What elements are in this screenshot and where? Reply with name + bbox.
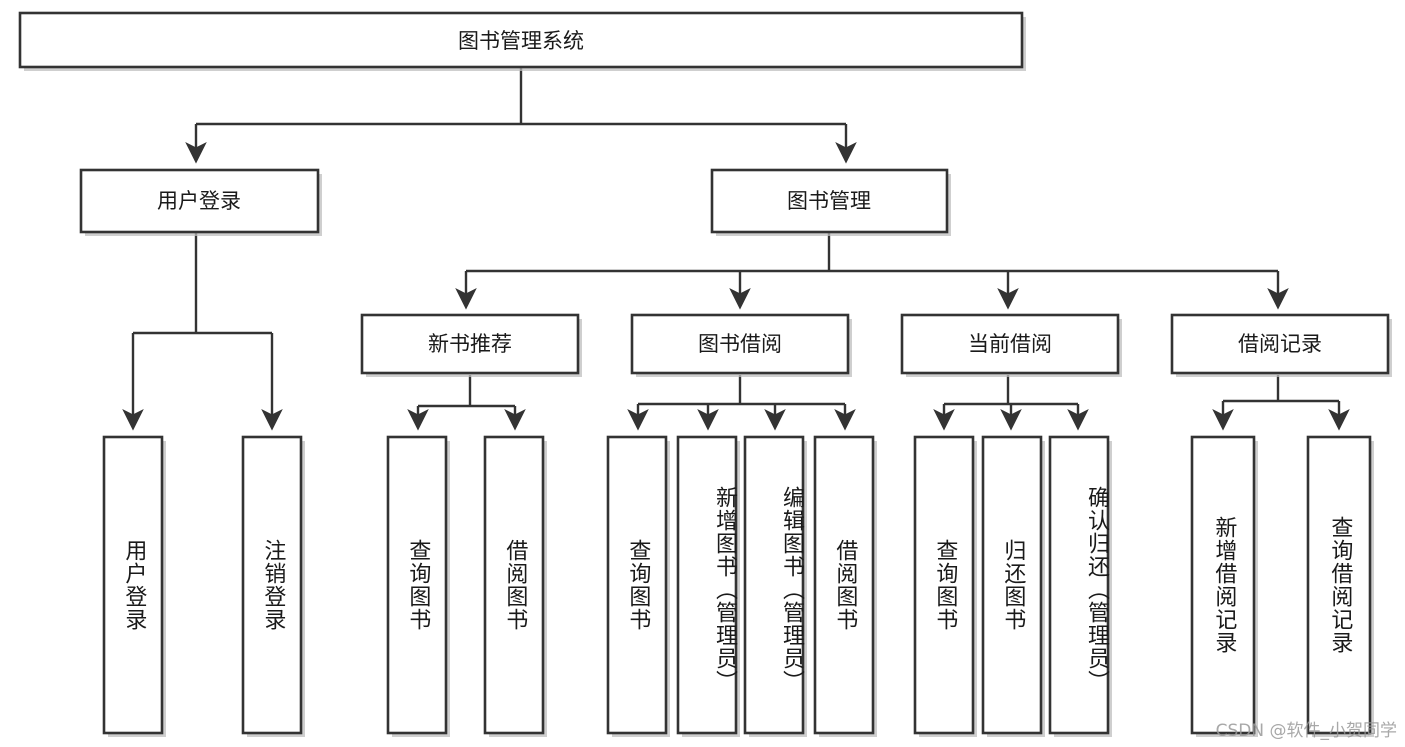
node-user-login-label: 用户登录 xyxy=(157,189,241,213)
edge-group-current-borrow xyxy=(933,375,1089,431)
edge-group-borrow-record xyxy=(1212,375,1350,431)
node-user-login[interactable]: 用户登录 xyxy=(79,168,322,236)
leaf-box-return-book[interactable] xyxy=(981,435,1043,735)
node-book-manage-label: 图书管理 xyxy=(787,189,871,213)
leaf-box-borrow-book-2[interactable] xyxy=(813,435,875,735)
leaf-box-query-book-3[interactable] xyxy=(913,435,975,735)
node-current-borrow-label: 当前借阅 xyxy=(968,332,1052,356)
leaf-box-borrow-book-1[interactable] xyxy=(483,435,545,735)
leaf-box-add-book[interactable] xyxy=(676,435,738,735)
node-borrow-record[interactable]: 借阅记录 xyxy=(1170,313,1392,377)
node-book-borrow[interactable]: 图书借阅 xyxy=(630,313,852,377)
watermark-text: CSDN @软件_小贺同学 xyxy=(1215,721,1397,741)
edge-group-root xyxy=(185,67,857,164)
leaf-box-query-book-1[interactable] xyxy=(386,435,448,735)
leaf-box-query-book-2[interactable] xyxy=(606,435,668,735)
node-new-book-rec-label: 新书推荐 xyxy=(428,332,512,356)
node-root-label: 图书管理系统 xyxy=(458,29,584,53)
leaf-box-confirm-return[interactable] xyxy=(1048,435,1110,735)
node-root[interactable]: 图书管理系统 xyxy=(18,11,1026,71)
edge-group-book-borrow xyxy=(627,375,856,431)
leaf-box-group xyxy=(102,435,1374,737)
leaf-box-user-logout[interactable] xyxy=(241,435,303,735)
leaf-box-edit-book[interactable] xyxy=(743,435,805,735)
edge-group-user-login xyxy=(122,232,283,431)
node-book-manage[interactable]: 图书管理 xyxy=(710,168,951,236)
node-current-borrow[interactable]: 当前借阅 xyxy=(900,313,1122,377)
node-borrow-record-label: 借阅记录 xyxy=(1238,332,1322,356)
edge-group-new-book-rec xyxy=(407,375,526,431)
leaf-box-query-record[interactable] xyxy=(1306,435,1372,735)
leaf-box-user-login[interactable] xyxy=(102,435,164,735)
node-book-borrow-label: 图书借阅 xyxy=(698,332,782,356)
leaf-box-add-record[interactable] xyxy=(1190,435,1256,735)
node-new-book-rec[interactable]: 新书推荐 xyxy=(360,313,582,377)
edge-group-book-manage xyxy=(455,232,1289,310)
